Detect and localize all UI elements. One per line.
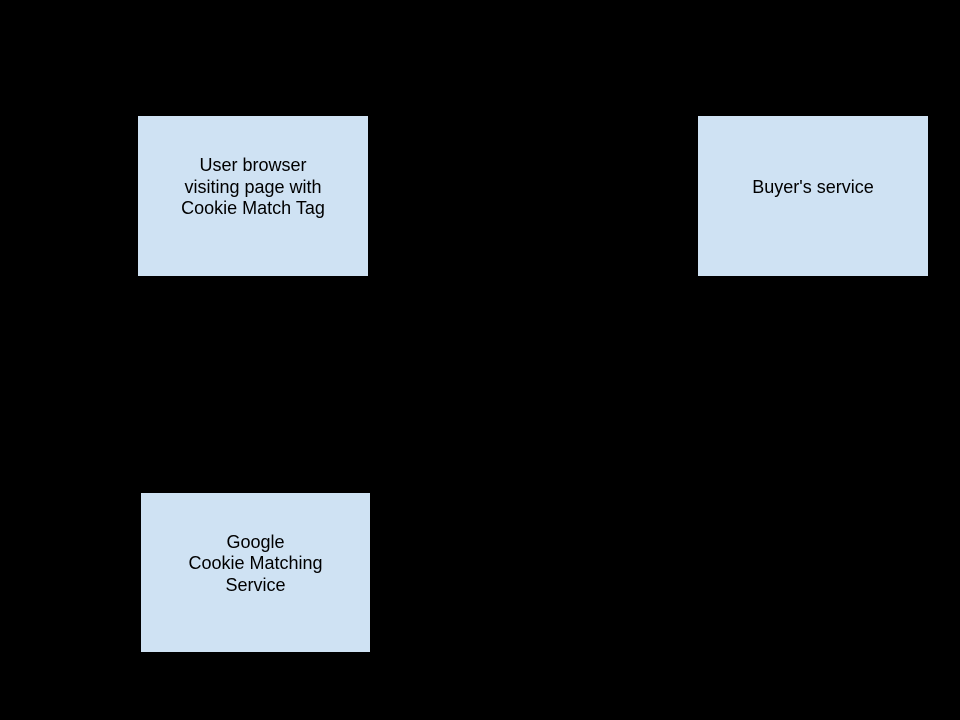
node-user-browser-label-line2: visiting page with: [184, 176, 322, 197]
node-google-cookie-matching-service: Google Cookie Matching Service: [140, 492, 371, 653]
node-google-cms-label-line1: Google: [226, 531, 285, 552]
node-user-browser: User browser visiting page with Cookie M…: [137, 115, 369, 277]
node-buyers-service: Buyer's service: [697, 115, 929, 277]
node-google-cms-label-line3: Service: [225, 574, 286, 595]
node-buyers-service-label: Buyer's service: [752, 176, 874, 197]
node-user-browser-label-line3: Cookie Match Tag: [181, 198, 325, 219]
node-user-browser-label-line1: User browser: [199, 155, 307, 176]
node-google-cms-label-line2: Cookie Matching: [188, 553, 323, 574]
